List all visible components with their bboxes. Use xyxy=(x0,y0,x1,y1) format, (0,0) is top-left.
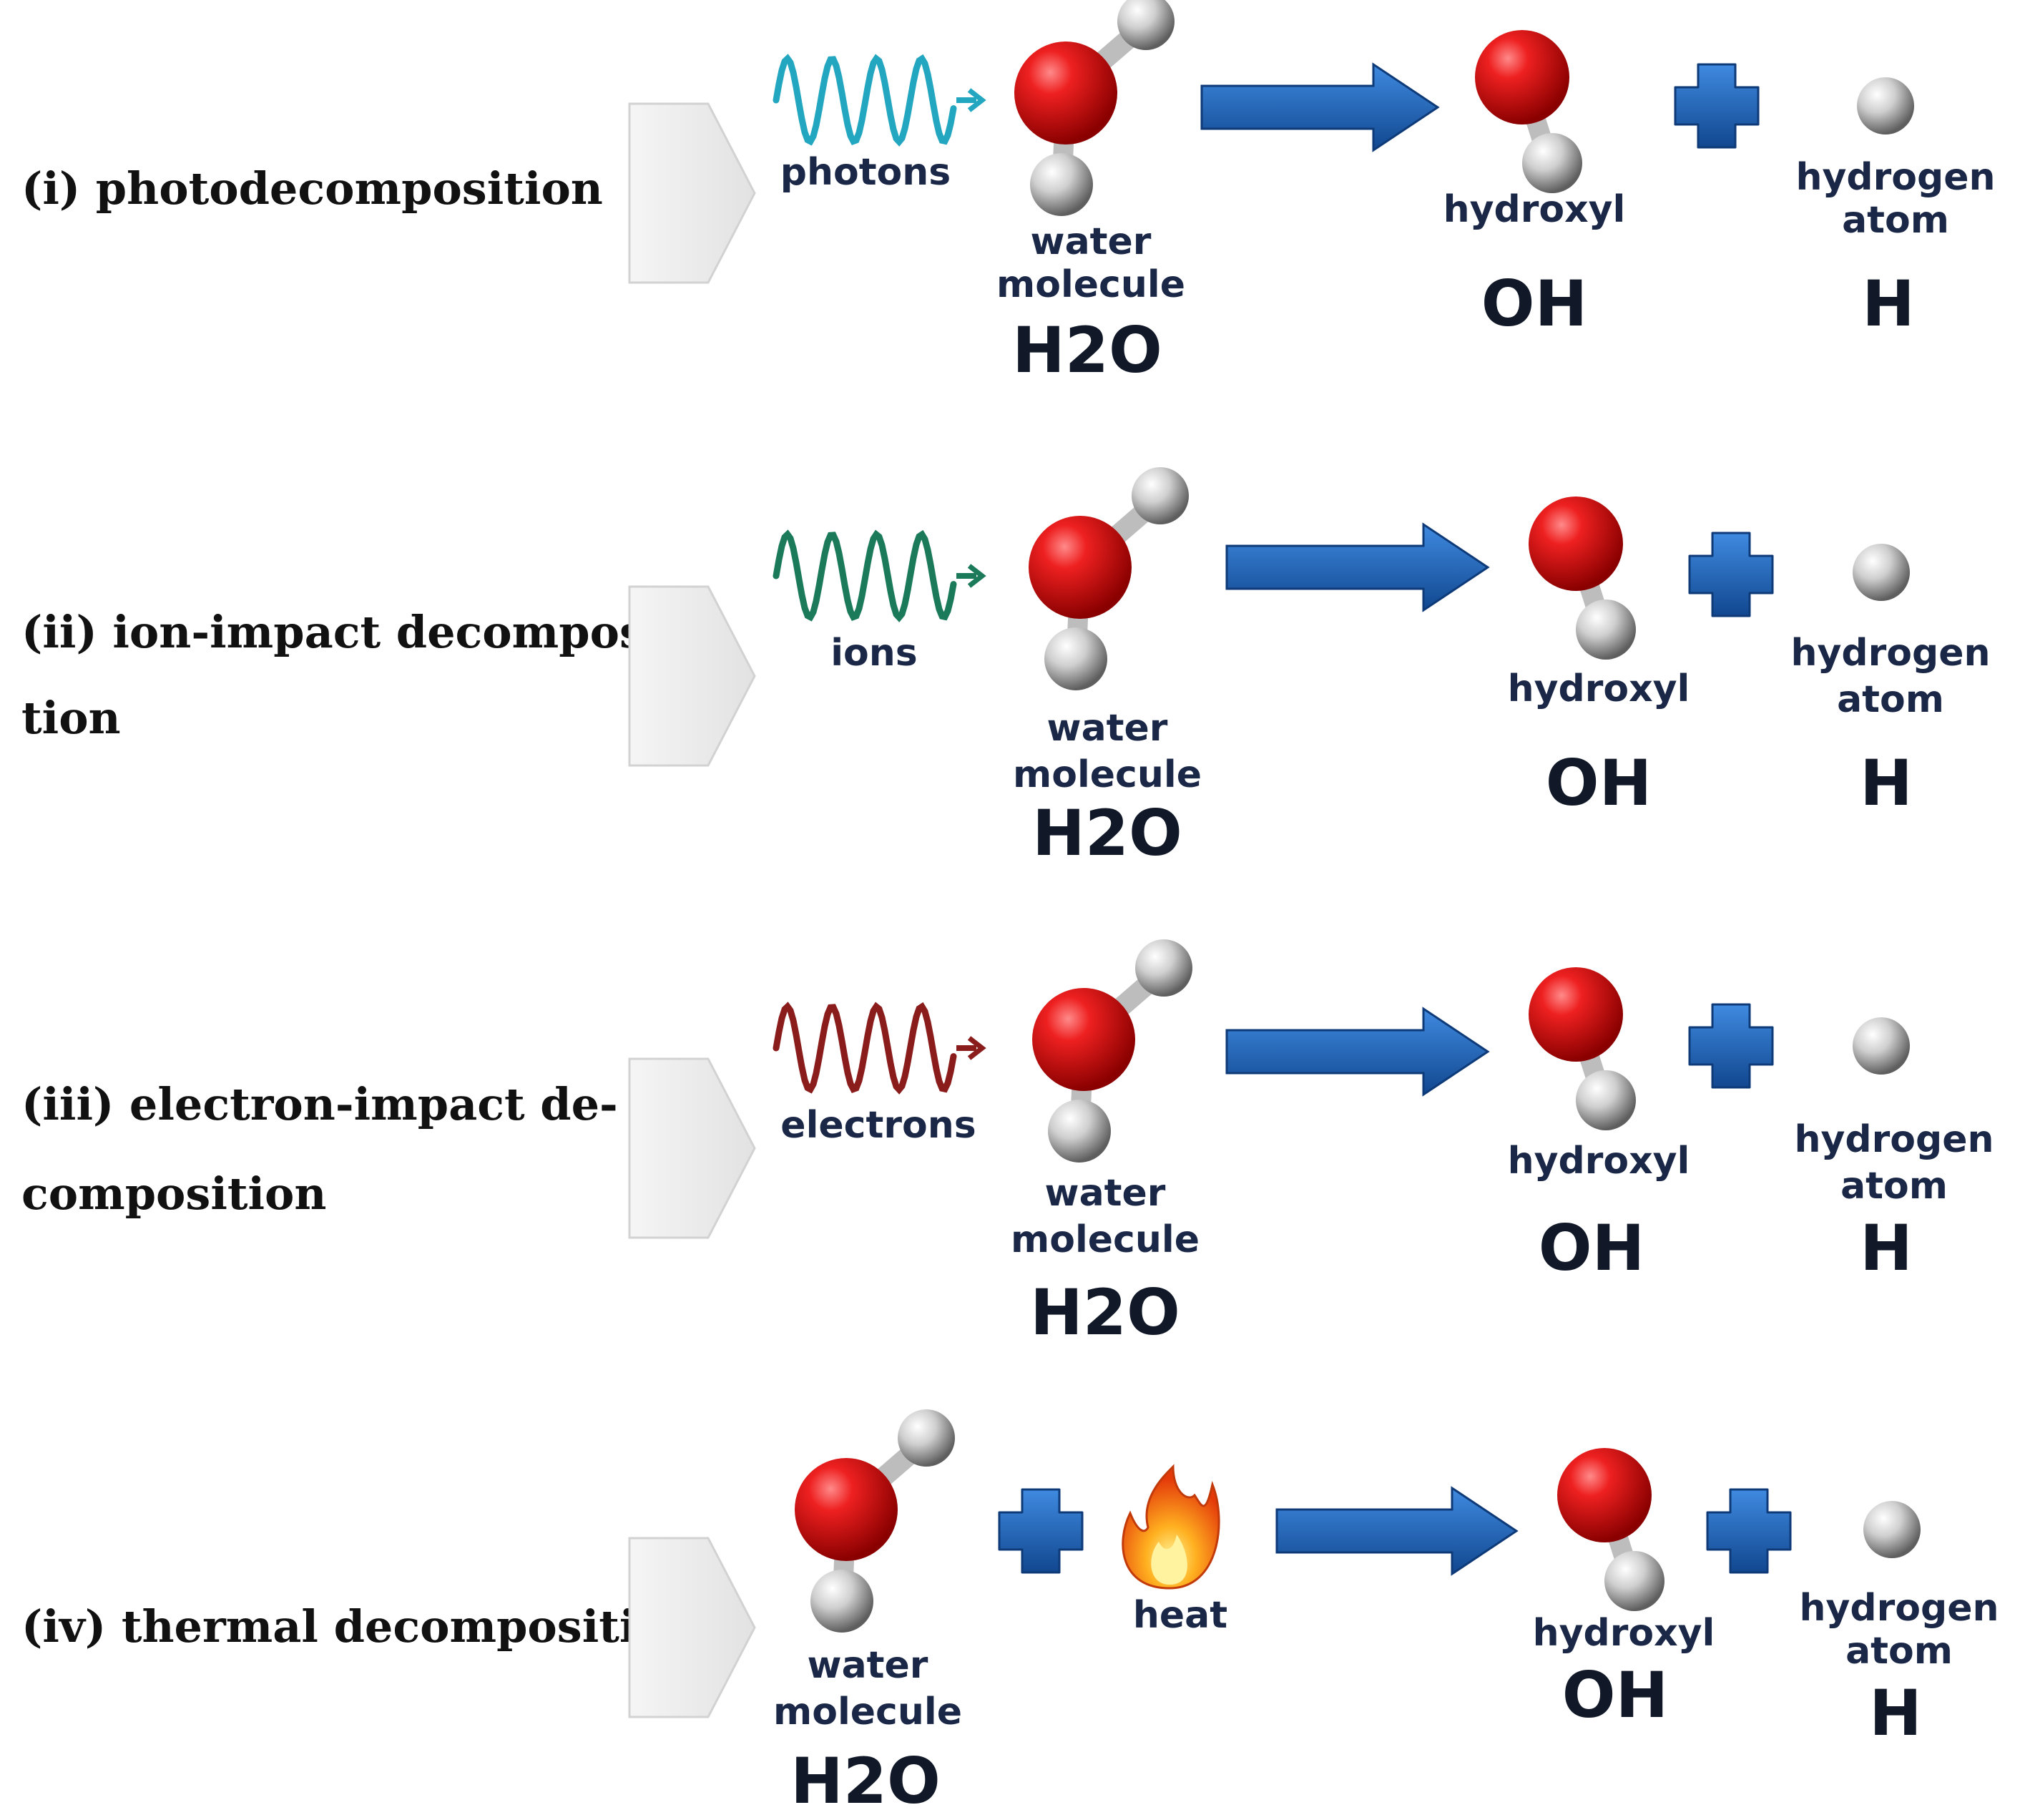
water-label: water xyxy=(1047,707,1168,750)
hydrogen-atom-icon xyxy=(1604,1551,1664,1611)
water-label: molecule xyxy=(1011,1218,1200,1261)
reaction-row: (iii) electron-impact de-composition elec… xyxy=(21,939,1994,1349)
wave-icon xyxy=(773,529,986,622)
hydrogen-atom-icon xyxy=(1048,1100,1111,1163)
hydroxyl-molecule-icon xyxy=(1557,1448,1664,1611)
chevron-arrow-icon xyxy=(628,1537,756,1718)
plus-icon xyxy=(1688,532,1774,617)
hydrogen-label: hydrogen xyxy=(1794,1118,1994,1161)
row-title: (iii) electron-impact de- xyxy=(21,1078,618,1130)
hydroxyl-formula: OH xyxy=(1481,267,1587,341)
water-molecule-icon xyxy=(1029,467,1189,690)
reaction-row: (iv) thermal decomposition heat watermolec… xyxy=(21,1409,1999,1818)
hydroxyl-molecule-icon xyxy=(1529,496,1636,660)
water-label: molecule xyxy=(773,1691,962,1733)
row-title: composition xyxy=(21,1168,327,1220)
oxygen-atom-icon xyxy=(1475,30,1569,124)
water-molecule-icon xyxy=(1014,0,1175,216)
flame-icon xyxy=(1122,1464,1220,1590)
water-label: molecule xyxy=(1013,753,1202,796)
hydrogen-atom-icon xyxy=(1522,133,1582,193)
hydrogen-atom-icon xyxy=(1853,1017,1910,1075)
row-title: (ii) ion-impact decomposi- xyxy=(21,606,680,658)
oxygen-atom-icon xyxy=(1529,967,1623,1062)
agent-label: electrons xyxy=(780,1104,976,1147)
hydroxyl-label: hydroxyl xyxy=(1533,1612,1715,1655)
water-label: molecule xyxy=(996,263,1185,306)
water-formula: H2O xyxy=(1030,1276,1180,1349)
hydroxyl-molecule-icon xyxy=(1475,30,1582,193)
water-formula: H2O xyxy=(1012,313,1162,387)
reaction-arrow-icon xyxy=(1225,1007,1490,1097)
agent-label: photons xyxy=(780,151,951,194)
hydroxyl-molecule-icon xyxy=(1529,967,1636,1130)
row-title: (iv) thermal decomposition xyxy=(21,1600,698,1653)
hydroxyl-formula: OH xyxy=(1562,1658,1668,1732)
hydrogen-atom-icon xyxy=(1853,544,1910,601)
oxygen-atom-icon xyxy=(1032,988,1135,1091)
hydrogen-atom-icon xyxy=(1044,627,1107,690)
chevron-arrow-icon xyxy=(628,1057,756,1239)
hydrogen-formula: H xyxy=(1860,1211,1913,1285)
hydrogen-atom-icon xyxy=(1576,600,1636,660)
plus-icon xyxy=(998,1488,1084,1574)
hydrogen-label: hydrogen xyxy=(1795,156,1995,199)
hydrogen-atom-icon xyxy=(1117,0,1175,50)
plus-icon xyxy=(1688,1003,1774,1089)
hydroxyl-formula: OH xyxy=(1539,1211,1644,1285)
hydrogen-label: atom xyxy=(1845,1630,1953,1673)
hydroxyl-label: hydroxyl xyxy=(1508,667,1690,710)
water-molecule-icon xyxy=(1032,939,1192,1163)
hydrogen-label: hydrogen xyxy=(1790,632,1990,675)
reaction-row: (ii) ion-impact decomposi-tion ions waterm… xyxy=(21,467,1991,870)
reaction-arrow-icon xyxy=(1200,62,1440,152)
reaction-arrow-icon xyxy=(1225,522,1490,612)
water-label: water xyxy=(808,1644,928,1687)
hydroxyl-label: hydroxyl xyxy=(1443,188,1626,231)
chevron-arrow-icon xyxy=(628,585,756,767)
hydrogen-atom-icon xyxy=(1857,77,1914,134)
water-formula: H2O xyxy=(790,1744,941,1818)
hydrogen-atom-icon xyxy=(1030,153,1093,216)
hydrogen-atom-icon xyxy=(1135,939,1192,997)
hydrogen-atom-icon xyxy=(1132,467,1189,524)
chevron-arrow-icon xyxy=(628,102,756,284)
reaction-row: (i) photodecomposition photons watermolecu… xyxy=(21,0,1996,387)
hydrogen-formula: H xyxy=(1869,1676,1922,1750)
wave-icon xyxy=(773,1002,986,1095)
hydroxyl-formula: OH xyxy=(1546,746,1652,820)
hydrogen-formula: H xyxy=(1862,267,1915,341)
hydrogen-formula: H xyxy=(1860,746,1913,820)
water-label: water xyxy=(1031,220,1152,263)
oxygen-atom-icon xyxy=(1557,1448,1652,1542)
row-title: (i) photodecomposition xyxy=(21,162,603,215)
reaction-arrow-icon xyxy=(1275,1486,1519,1576)
hydrogen-atom-icon xyxy=(1863,1501,1921,1558)
oxygen-atom-icon xyxy=(1529,496,1623,591)
hydrogen-atom-icon xyxy=(898,1409,955,1467)
oxygen-atom-icon xyxy=(1029,516,1132,619)
agent-label: ions xyxy=(830,632,918,675)
hydrogen-atom-icon xyxy=(810,1570,873,1633)
oxygen-atom-icon xyxy=(795,1458,898,1561)
water-formula: H2O xyxy=(1032,796,1182,870)
hydrogen-atom-icon xyxy=(1576,1070,1636,1130)
plus-icon xyxy=(1706,1488,1792,1574)
hydrogen-label: atom xyxy=(1840,1165,1948,1208)
agent-label: heat xyxy=(1133,1594,1227,1637)
hydrogen-label: atom xyxy=(1842,199,1949,242)
water-molecule-icon xyxy=(795,1409,955,1633)
oxygen-atom-icon xyxy=(1014,41,1117,145)
hydroxyl-label: hydroxyl xyxy=(1508,1140,1690,1183)
water-label: water xyxy=(1045,1172,1166,1215)
hydrogen-label: hydrogen xyxy=(1799,1587,1999,1630)
row-title: tion xyxy=(21,692,121,744)
hydrogen-label: atom xyxy=(1837,678,1944,721)
wave-icon xyxy=(773,54,986,147)
plus-icon xyxy=(1674,63,1760,149)
